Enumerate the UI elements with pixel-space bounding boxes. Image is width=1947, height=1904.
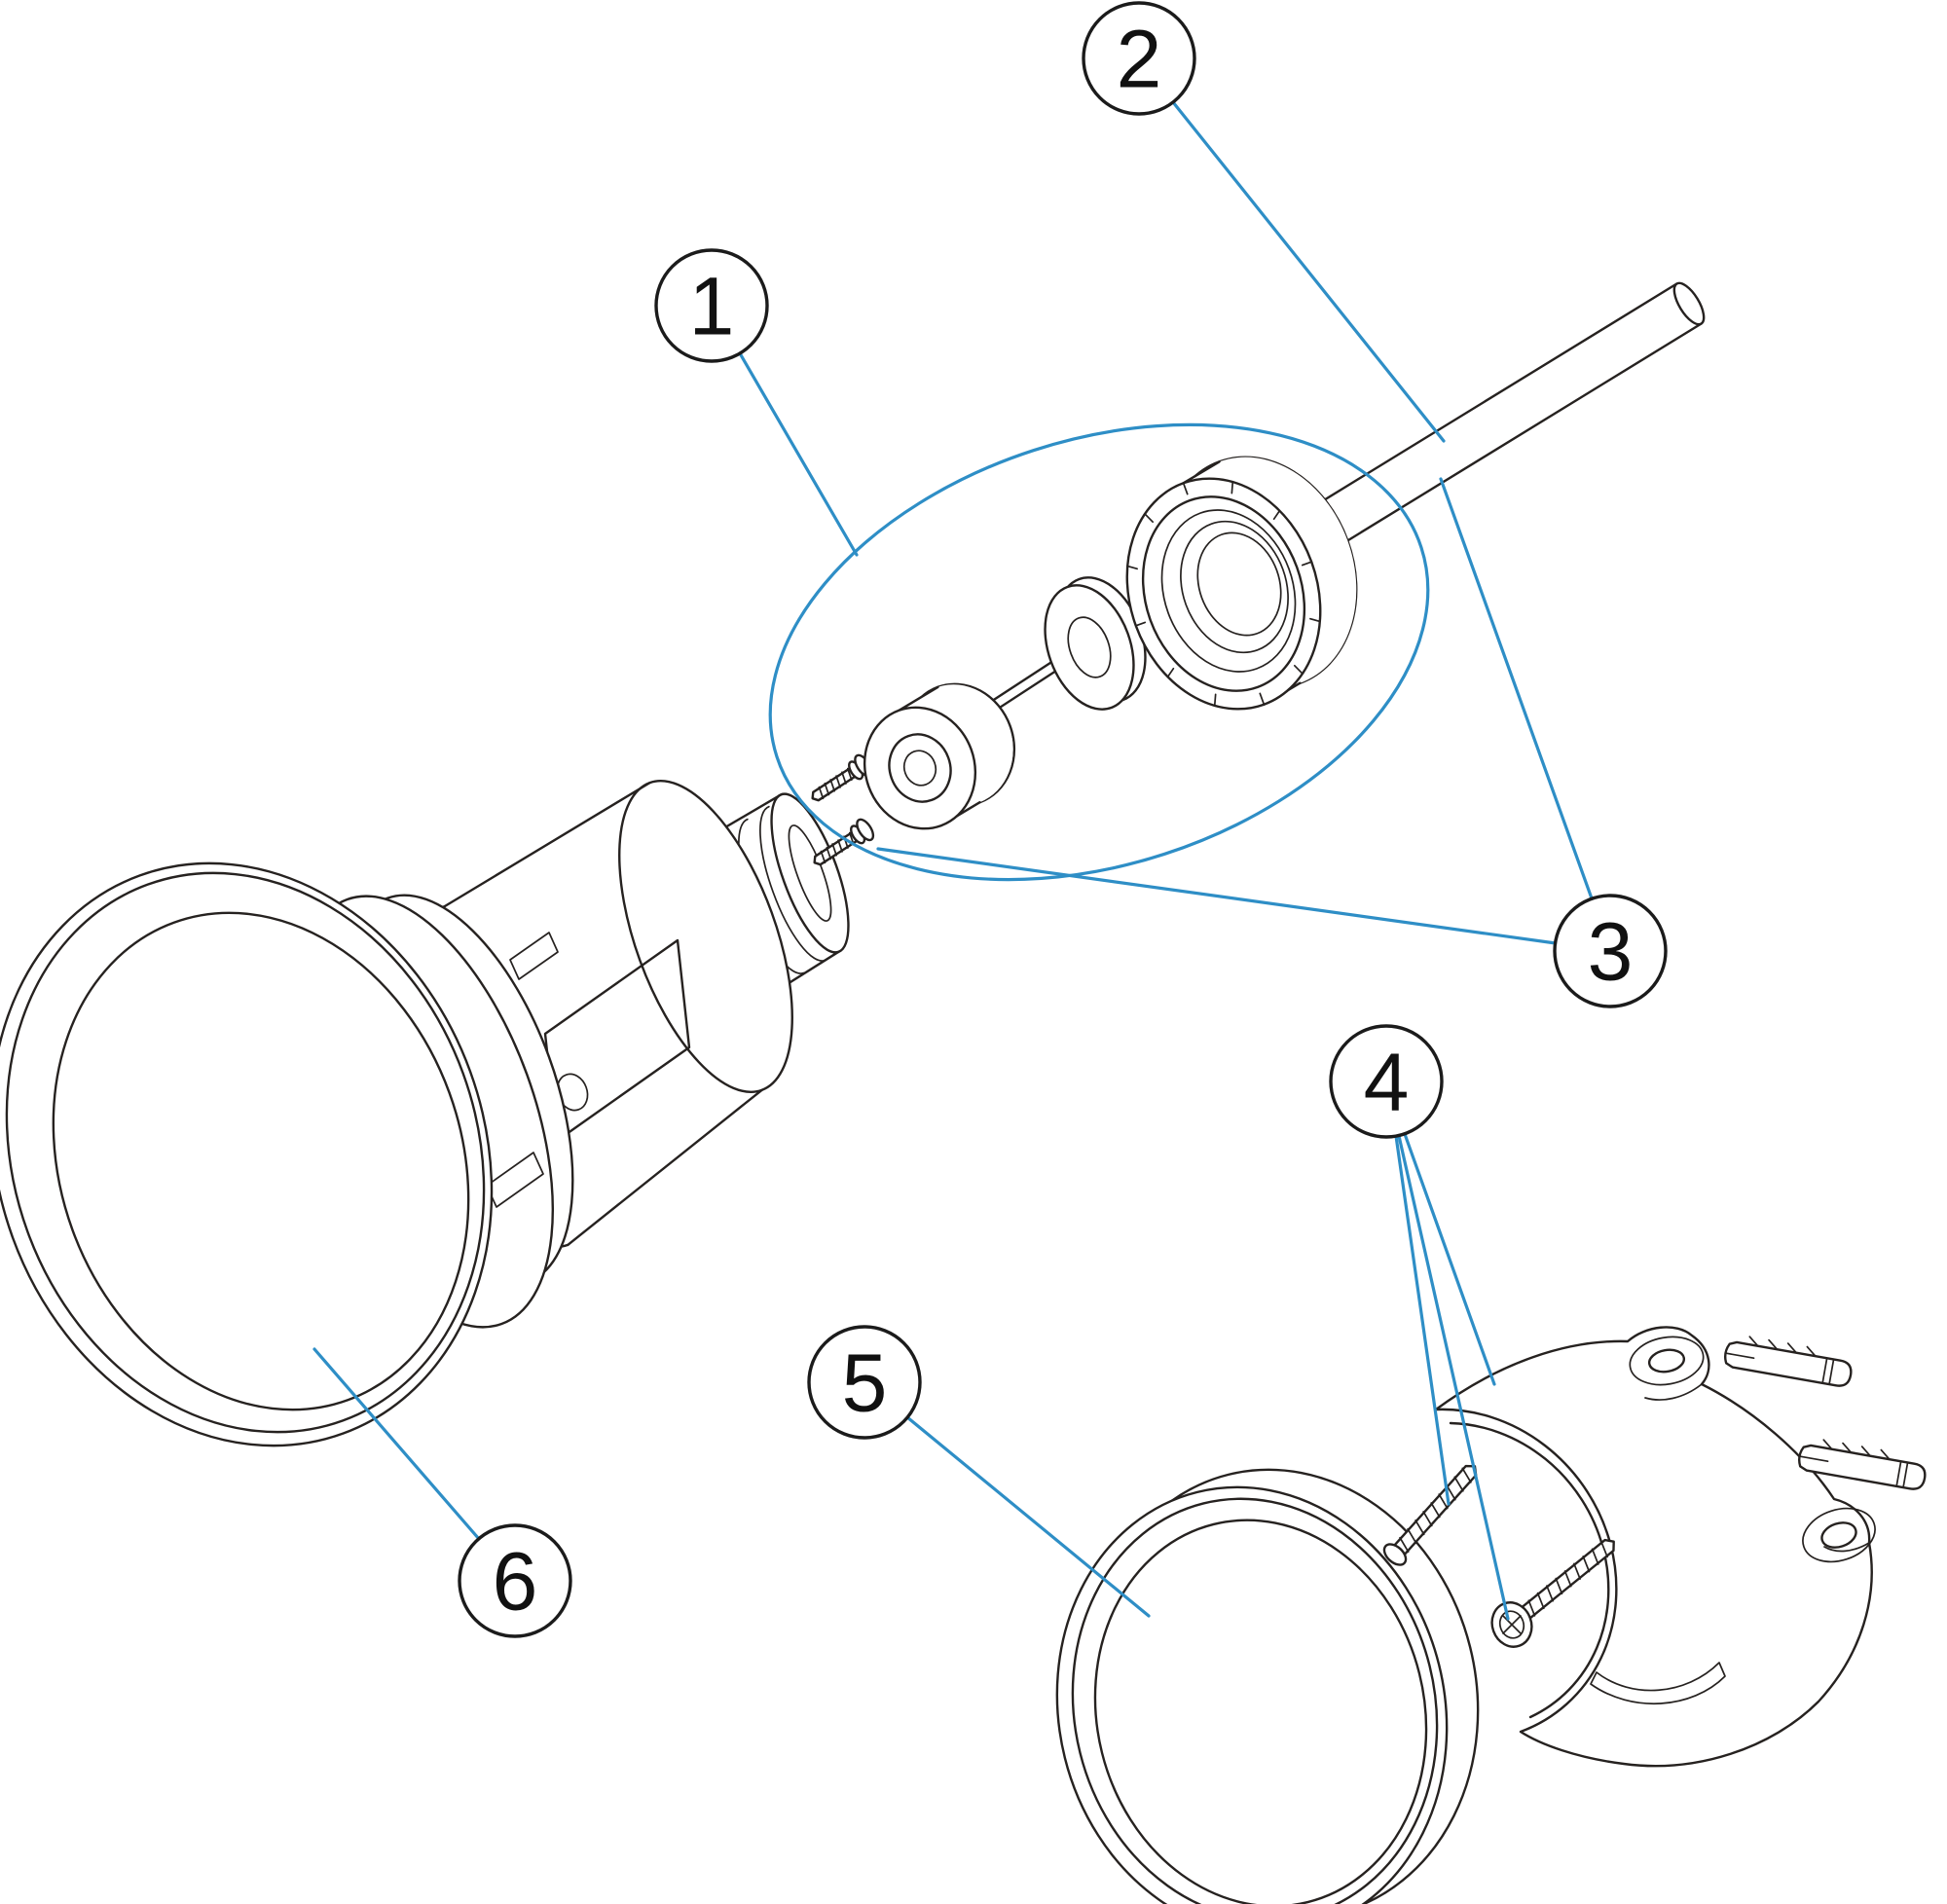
piston-face-ring bbox=[888, 733, 952, 803]
leader-line-6 bbox=[312, 1347, 481, 1541]
bracket-shell bbox=[1434, 1326, 1873, 1768]
wall-bracket bbox=[1434, 1326, 1876, 1768]
callout-1-number: 1 bbox=[689, 260, 735, 351]
callout-4-number: 4 bbox=[1364, 1036, 1410, 1127]
nut-thread-3 bbox=[1196, 531, 1282, 637]
main-valve-body bbox=[0, 780, 850, 1447]
leader-line-1 bbox=[738, 351, 859, 557]
callout-2: 2 bbox=[1082, 1, 1196, 116]
cover-disc bbox=[1055, 1468, 1480, 1904]
ear2-recess bbox=[1802, 1507, 1876, 1563]
leader-line-3b bbox=[876, 847, 1558, 945]
leader-line-4b bbox=[1394, 1134, 1451, 1506]
callout-6-circle bbox=[458, 1523, 572, 1638]
nut-thread-2 bbox=[1180, 520, 1289, 654]
piston-face-center bbox=[902, 750, 937, 787]
washer-front bbox=[1044, 584, 1135, 711]
callout-3: 3 bbox=[1553, 894, 1668, 1008]
snap-tab-lower bbox=[486, 1152, 544, 1208]
callout-4-circle bbox=[1329, 1024, 1444, 1139]
callout-3-circle bbox=[1553, 894, 1668, 1008]
button-rim-outer bbox=[0, 861, 494, 1447]
callout-6: 6 bbox=[458, 1523, 572, 1638]
bracket-slot bbox=[1590, 1662, 1726, 1705]
callout-4: 4 bbox=[1329, 1024, 1444, 1139]
callout-6-number: 6 bbox=[493, 1535, 538, 1627]
leader-line-4a bbox=[1403, 1132, 1496, 1386]
screw1-head bbox=[1382, 1543, 1408, 1566]
callout-1-circle bbox=[654, 248, 769, 363]
callout-2-number: 2 bbox=[1117, 13, 1162, 104]
disc-ring bbox=[1071, 1497, 1439, 1904]
bracket-screw-phillips bbox=[1490, 1534, 1620, 1648]
leader-line-4c bbox=[1397, 1134, 1510, 1621]
callout-3-number: 3 bbox=[1588, 905, 1634, 997]
callout-5-number: 5 bbox=[842, 1336, 888, 1428]
bracket-screw-threaded bbox=[1382, 1459, 1483, 1566]
bracket-ear-contours bbox=[1644, 1383, 1870, 1553]
nut-knurling bbox=[1126, 481, 1321, 707]
disc-front bbox=[1055, 1485, 1449, 1904]
leader-line-2 bbox=[1171, 100, 1446, 443]
callout-5: 5 bbox=[807, 1325, 922, 1440]
nut-thread-1 bbox=[1160, 509, 1297, 673]
washer-hole bbox=[1067, 616, 1112, 678]
piston-top-edge bbox=[898, 685, 939, 712]
cylinder-top-edge bbox=[443, 781, 651, 908]
cylinder-bottom-edge bbox=[567, 1088, 763, 1247]
neck-end-face bbox=[770, 792, 850, 954]
snap-tab-upper bbox=[509, 932, 559, 980]
callout-2-circle bbox=[1082, 1, 1196, 116]
callout-1: 1 bbox=[654, 248, 769, 363]
leader-line-5 bbox=[905, 1415, 1151, 1618]
ear2-hole bbox=[1820, 1521, 1857, 1549]
tube-end-cap bbox=[1672, 281, 1706, 326]
piston-face bbox=[863, 706, 977, 830]
phillips-cross-icon bbox=[1502, 1615, 1522, 1634]
leader-lines bbox=[312, 100, 1594, 1621]
group-highlight-ellipse bbox=[768, 422, 1430, 882]
ear1-hole bbox=[1647, 1348, 1686, 1373]
nut-inner-rim bbox=[1141, 495, 1306, 692]
leader-line-3a bbox=[1439, 477, 1594, 900]
wall-anchor-1 bbox=[1722, 1332, 1855, 1389]
callout-5-circle bbox=[807, 1325, 922, 1440]
neck-bore bbox=[788, 824, 832, 922]
button-rim-inner bbox=[5, 871, 486, 1434]
disc-face bbox=[1093, 1519, 1428, 1904]
locking-nut bbox=[1125, 456, 1358, 711]
button-face bbox=[52, 911, 470, 1411]
ear1-recess bbox=[1629, 1336, 1705, 1386]
